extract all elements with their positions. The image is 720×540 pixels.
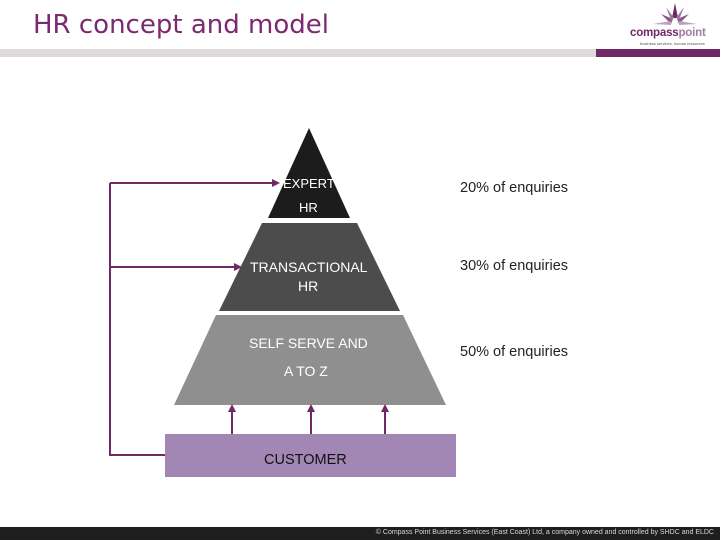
- footer-bar: [0, 527, 720, 540]
- expert-label-line2: HR: [299, 200, 318, 215]
- feedback-connector-line: [109, 183, 165, 456]
- transactional-label-line1: TRANSACTIONAL: [250, 259, 368, 275]
- header-divider: [0, 49, 596, 57]
- page-title: HR concept and model: [33, 10, 329, 40]
- customer-label: CUSTOMER: [264, 452, 347, 468]
- logo-wordmark: compasspoint: [630, 27, 706, 39]
- customer-box: [165, 434, 456, 477]
- expert-label-line1: EXPERT: [283, 176, 335, 191]
- expert-share-text: 20% of enquiries: [460, 180, 569, 196]
- self-serve-label-line1: SELF SERVE AND: [249, 335, 368, 351]
- self-serve-label-line2: A TO Z: [284, 363, 328, 379]
- transactional-share-text: 30% of enquiries: [460, 258, 569, 274]
- transactional-label-line2: HR: [298, 278, 319, 294]
- self-serve-share-text: 50% of enquiries: [460, 344, 569, 360]
- compass-star-icon: [653, 3, 697, 25]
- pyramid-tier-expert: [268, 128, 350, 218]
- logo-tagline: business services, human resources: [640, 41, 705, 46]
- header-divider-accent: [596, 49, 720, 57]
- pyramid-tier-transactional: [219, 223, 400, 311]
- footer-copyright: © Compass Point Business Services (East …: [375, 529, 714, 536]
- pyramid-tier-self-serve: [174, 315, 446, 405]
